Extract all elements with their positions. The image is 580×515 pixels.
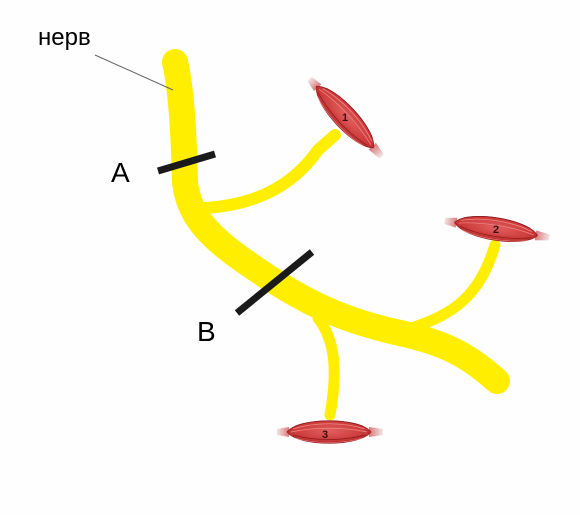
muscle-1: 1 [300,70,391,165]
nerve-branch-1 [199,129,341,214]
muscle-2: 2 [442,209,552,249]
cut-label-a: A [111,157,130,188]
nerve-branch-2 [399,239,501,336]
nerve-leader-line [94,54,174,91]
nerve [162,49,510,421]
nerve-trunk [162,49,510,394]
muscle-1-number: 1 [342,112,348,124]
muscle-3: 3 [276,420,384,444]
muscle-2-number: 2 [493,224,499,236]
cut-mark-a [156,150,217,175]
nerve-branch-3 [312,312,340,421]
muscle-3-number: 3 [322,429,328,441]
nerve-label: нерв [38,24,91,51]
cut-mark-b [234,249,315,316]
cut-label-b: B [197,316,216,347]
